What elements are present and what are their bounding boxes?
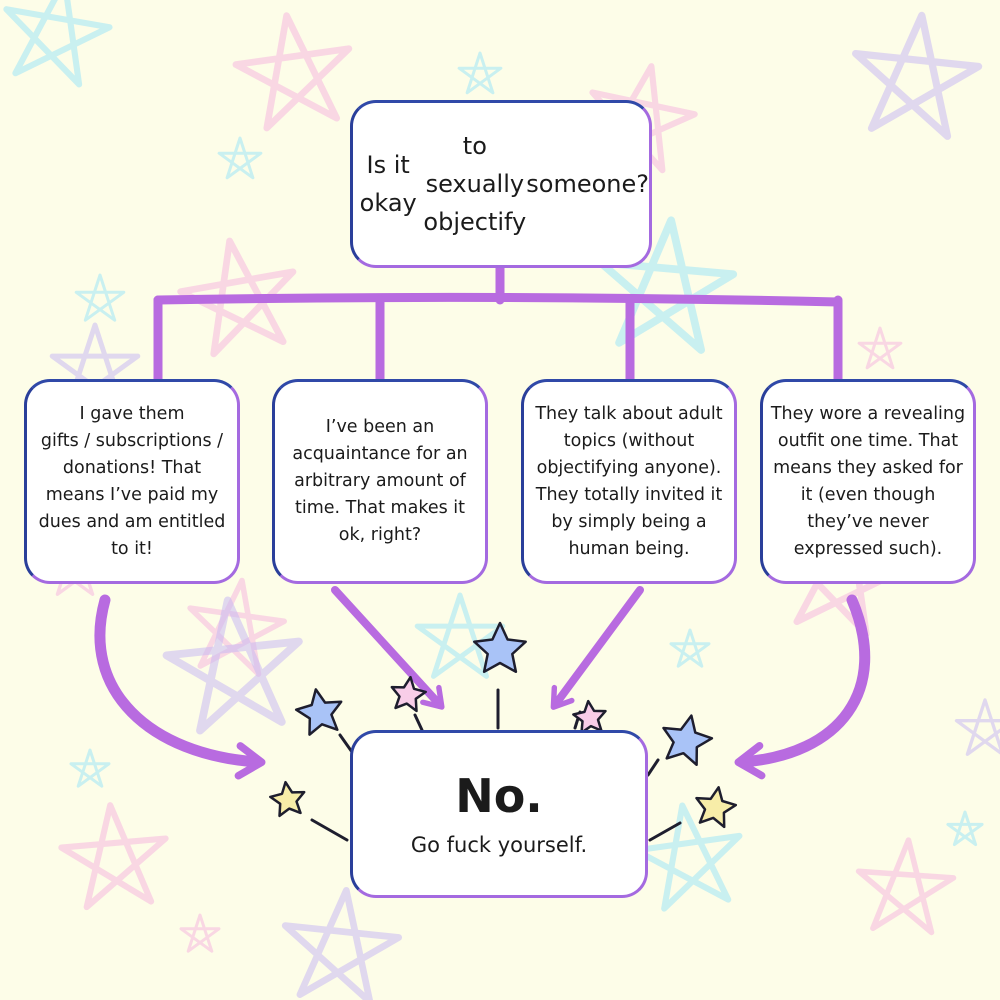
reason-line: topics (without: [563, 430, 695, 451]
background-star-icon: [632, 802, 743, 912]
reason-line: it (even though: [800, 484, 936, 505]
reason-line: human being.: [568, 538, 690, 559]
answer-subtitle: Go fuck yourself.: [410, 833, 588, 857]
background-star-icon: [58, 802, 169, 911]
reason-box-acquaintance: I’ve been an acquaintance for an arbitra…: [272, 379, 488, 584]
reason-line: to it!: [111, 538, 153, 559]
reason-line: gifts / subscriptions /: [40, 430, 224, 451]
background-star-icon: [414, 592, 506, 679]
background-star-icon: [669, 628, 711, 668]
background-star-icon: [954, 698, 1000, 756]
reason-line: I’ve been an: [325, 417, 435, 437]
background-star-icon: [855, 837, 957, 936]
reason-box-adult-topics: They talk about adult topics (without ob…: [521, 379, 737, 584]
reason-line: They wore a revealing: [770, 403, 966, 424]
reason-line: donations! That: [62, 457, 202, 478]
reason-line: time. That makes it: [294, 498, 466, 518]
reason-box-outfit: They wore a revealing outfit one time. T…: [760, 379, 976, 584]
reason-line: ok, right?: [338, 525, 422, 545]
reason-line: I gave them: [79, 403, 185, 424]
background-star-icon: [3, 0, 113, 88]
answer-title: No.: [455, 769, 543, 823]
reason-line: means I’ve paid my: [45, 484, 219, 505]
background-star-icon: [457, 51, 503, 95]
background-star-icon: [851, 11, 983, 140]
question-box: Is it okay to sexually objectify someone…: [350, 100, 652, 268]
reason-line: by simply being a: [551, 511, 707, 532]
question-line-2: to sexually objectify: [423, 132, 527, 236]
background-star-icon: [177, 237, 297, 358]
reason-line: expressed such).: [793, 538, 943, 559]
reason-line: they’ve never: [807, 511, 929, 532]
question-line-3: someone?: [526, 170, 649, 198]
background-star-icon: [232, 12, 353, 132]
background-star-icon: [281, 886, 403, 1000]
reason-line: acquaintance for an: [292, 444, 468, 464]
background-star-icon: [217, 136, 263, 180]
answer-box: No. Go fuck yourself.: [350, 730, 648, 898]
reason-line: outfit one time. That: [777, 430, 959, 451]
reason-line: means they asked for: [773, 457, 963, 478]
reason-line: arbitrary amount of: [294, 471, 466, 491]
reason-line: dues and am entitled: [38, 511, 226, 532]
reason-line: objectifying anyone).: [536, 457, 722, 478]
question-line-1: Is it okay: [359, 151, 417, 217]
reason-line: They talk about adult: [535, 403, 723, 424]
reason-box-gifts: I gave them gifts / subscriptions / dona…: [24, 379, 240, 584]
background-star-icon: [69, 748, 111, 788]
background-star-icon: [74, 273, 126, 322]
background-star-icon: [857, 326, 903, 370]
background-star-icon: [946, 810, 984, 847]
reason-line: They totally invited it: [535, 484, 723, 505]
background-star-icon: [179, 913, 221, 953]
